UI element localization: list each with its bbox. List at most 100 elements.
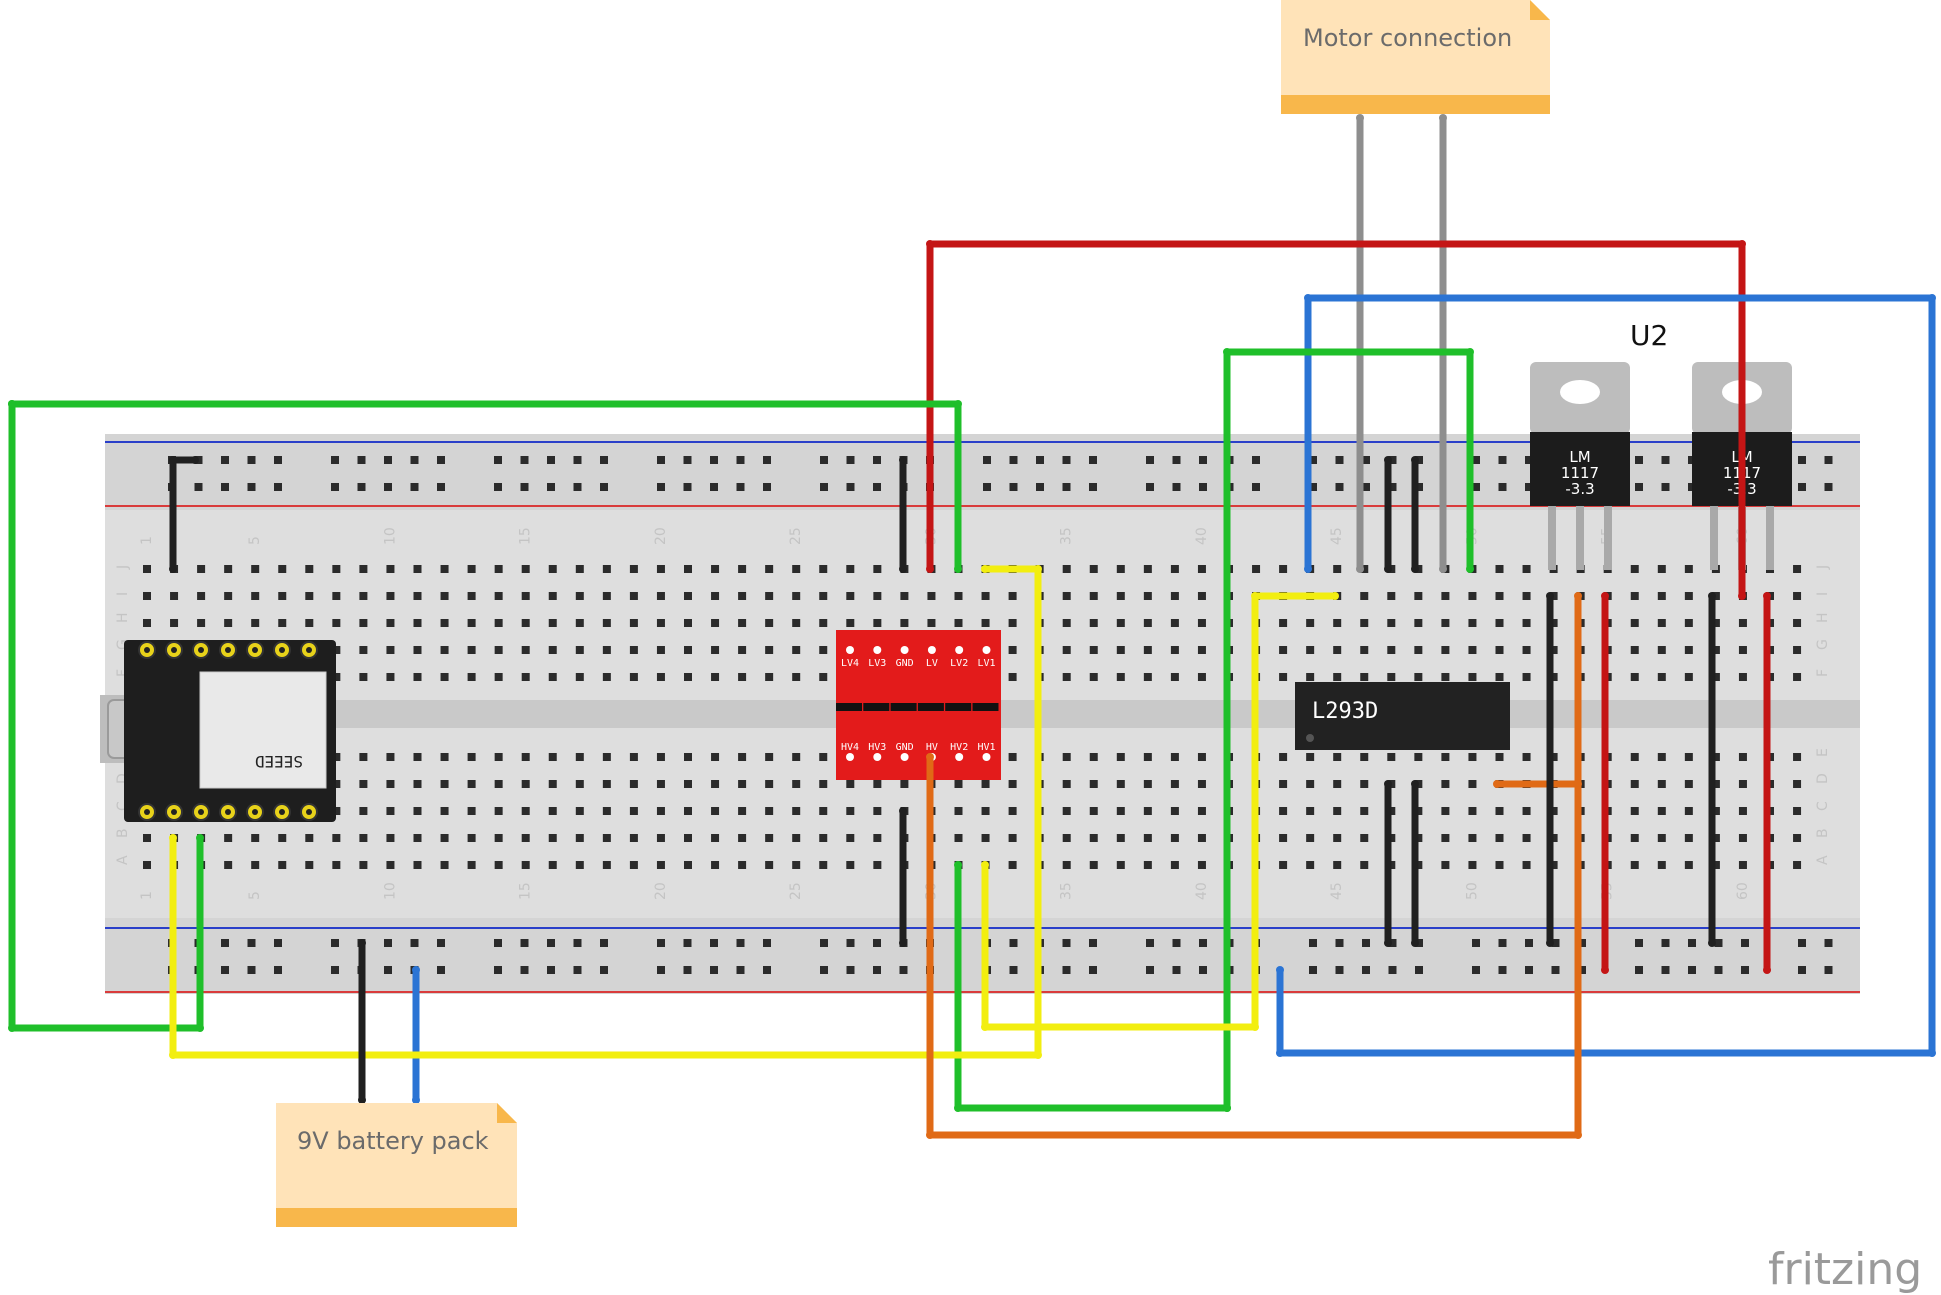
breadboard-hole <box>521 753 530 761</box>
breadboard-hole <box>467 861 476 869</box>
breadboard-hole <box>467 834 476 842</box>
breadboard-hole <box>792 807 801 815</box>
rail-hole <box>1362 966 1370 974</box>
breadboard-hole <box>1279 565 1288 573</box>
breadboard-hole <box>1143 592 1152 600</box>
breadboard-hole <box>1306 646 1315 654</box>
breadboard-hole <box>927 592 936 600</box>
breadboard-hole <box>440 861 449 869</box>
note-body <box>1281 0 1550 95</box>
wire-end <box>1384 780 1392 788</box>
breadboard-hole <box>846 565 855 573</box>
breadboard-hole <box>846 834 855 842</box>
breadboard-hole <box>1279 753 1288 761</box>
breadboard-hole <box>359 619 368 627</box>
breadboard-hole <box>765 834 774 842</box>
rail-hole <box>520 456 529 464</box>
breadboard-hole <box>1793 861 1802 869</box>
rail-hole <box>247 483 256 491</box>
breadboard-hole <box>1333 780 1342 788</box>
breadboard-hole <box>792 834 801 842</box>
shifter-top-label: LV2 <box>950 658 968 669</box>
breadboard-hole <box>1414 646 1423 654</box>
column-number: 45 <box>1329 527 1345 545</box>
breadboard-hole <box>1495 619 1504 627</box>
regulator-body <box>1530 432 1630 506</box>
breadboard-hole <box>765 780 774 788</box>
breadboard-hole <box>440 834 449 842</box>
wire-end <box>1384 565 1392 573</box>
wire-green <box>8 400 204 1032</box>
breadboard-hole <box>1414 592 1423 600</box>
rail-hole <box>1714 966 1723 974</box>
breadboard-hole <box>1089 861 1098 869</box>
breadboard-hole <box>332 619 341 627</box>
breadboard-hole <box>440 646 449 654</box>
shifter-mark <box>917 703 944 711</box>
breadboard-hole <box>1468 646 1477 654</box>
breadboard-hole <box>548 807 557 815</box>
breadboard-hole <box>548 834 557 842</box>
breadboard-hole <box>1495 592 1504 600</box>
breadboard-hole <box>738 673 747 681</box>
breadboard-hole <box>684 753 692 761</box>
column-number: 40 <box>1194 527 1210 545</box>
wire-end <box>1601 966 1609 974</box>
rail-hole <box>1036 483 1044 491</box>
rail-hole <box>357 483 366 491</box>
column-number: 5 <box>247 891 263 900</box>
row-letter: C <box>1815 801 1831 811</box>
breadboard-hole <box>1549 619 1558 627</box>
breadboard-hole <box>197 619 206 627</box>
breadboard-hole <box>1116 780 1125 788</box>
shifter-bottom-label: HV2 <box>950 742 968 753</box>
breadboard-hole <box>1170 646 1179 654</box>
breadboard-hole <box>1197 592 1206 600</box>
rail-hole <box>1415 483 1423 491</box>
shifter-pin <box>900 646 909 654</box>
breadboard-hole <box>1089 565 1098 573</box>
motor-note[interactable]: Motor connection <box>1281 0 1550 114</box>
breadboard-hole <box>413 834 422 842</box>
breadboard-hole <box>765 807 774 815</box>
breadboard-hole <box>224 592 233 600</box>
breadboard-hole <box>1684 565 1693 573</box>
breadboard-hole <box>143 565 151 573</box>
breadboard-hole <box>1333 753 1342 761</box>
breadboard-hole <box>792 780 801 788</box>
column-number: 60 <box>1735 882 1751 900</box>
breadboard-hole <box>1630 861 1639 869</box>
breadboard-hole <box>278 834 287 842</box>
breadboard-hole <box>224 834 233 842</box>
breadboard-hole <box>1549 753 1558 761</box>
rail-hole <box>683 456 692 464</box>
breadboard-hole <box>1008 807 1017 815</box>
column-number: 50 <box>1464 882 1480 900</box>
breadboard-hole <box>305 861 314 869</box>
mcu-pin-hole <box>171 809 177 815</box>
breadboard-hole <box>819 753 828 761</box>
wire-end <box>1466 348 1474 356</box>
rail-hole <box>846 966 855 974</box>
breadboard-hole <box>1143 807 1152 815</box>
breadboard-hole <box>1116 592 1125 600</box>
breadboard-hole <box>1711 646 1720 654</box>
breadboard-hole <box>305 592 314 600</box>
breadboard-hole <box>1441 834 1450 842</box>
breadboard-hole <box>1333 619 1342 627</box>
battery-note[interactable]: 9V battery pack <box>276 1103 517 1227</box>
wire-end <box>1411 565 1419 573</box>
rail-hole <box>1798 939 1806 947</box>
breadboard-hole <box>548 646 557 654</box>
breadboard-hole <box>792 619 801 627</box>
rail-hole <box>1199 966 1207 974</box>
wire-end <box>1331 592 1339 600</box>
breadboard-hole <box>386 646 395 654</box>
breadboard-hole <box>1116 834 1125 842</box>
breadboard-hole <box>548 592 557 600</box>
breadboard-hole <box>1468 619 1477 627</box>
column-number: 35 <box>1059 527 1075 545</box>
breadboard-hole <box>1008 861 1017 869</box>
breadboard-hole <box>1495 673 1504 681</box>
rail-hole <box>657 966 665 974</box>
